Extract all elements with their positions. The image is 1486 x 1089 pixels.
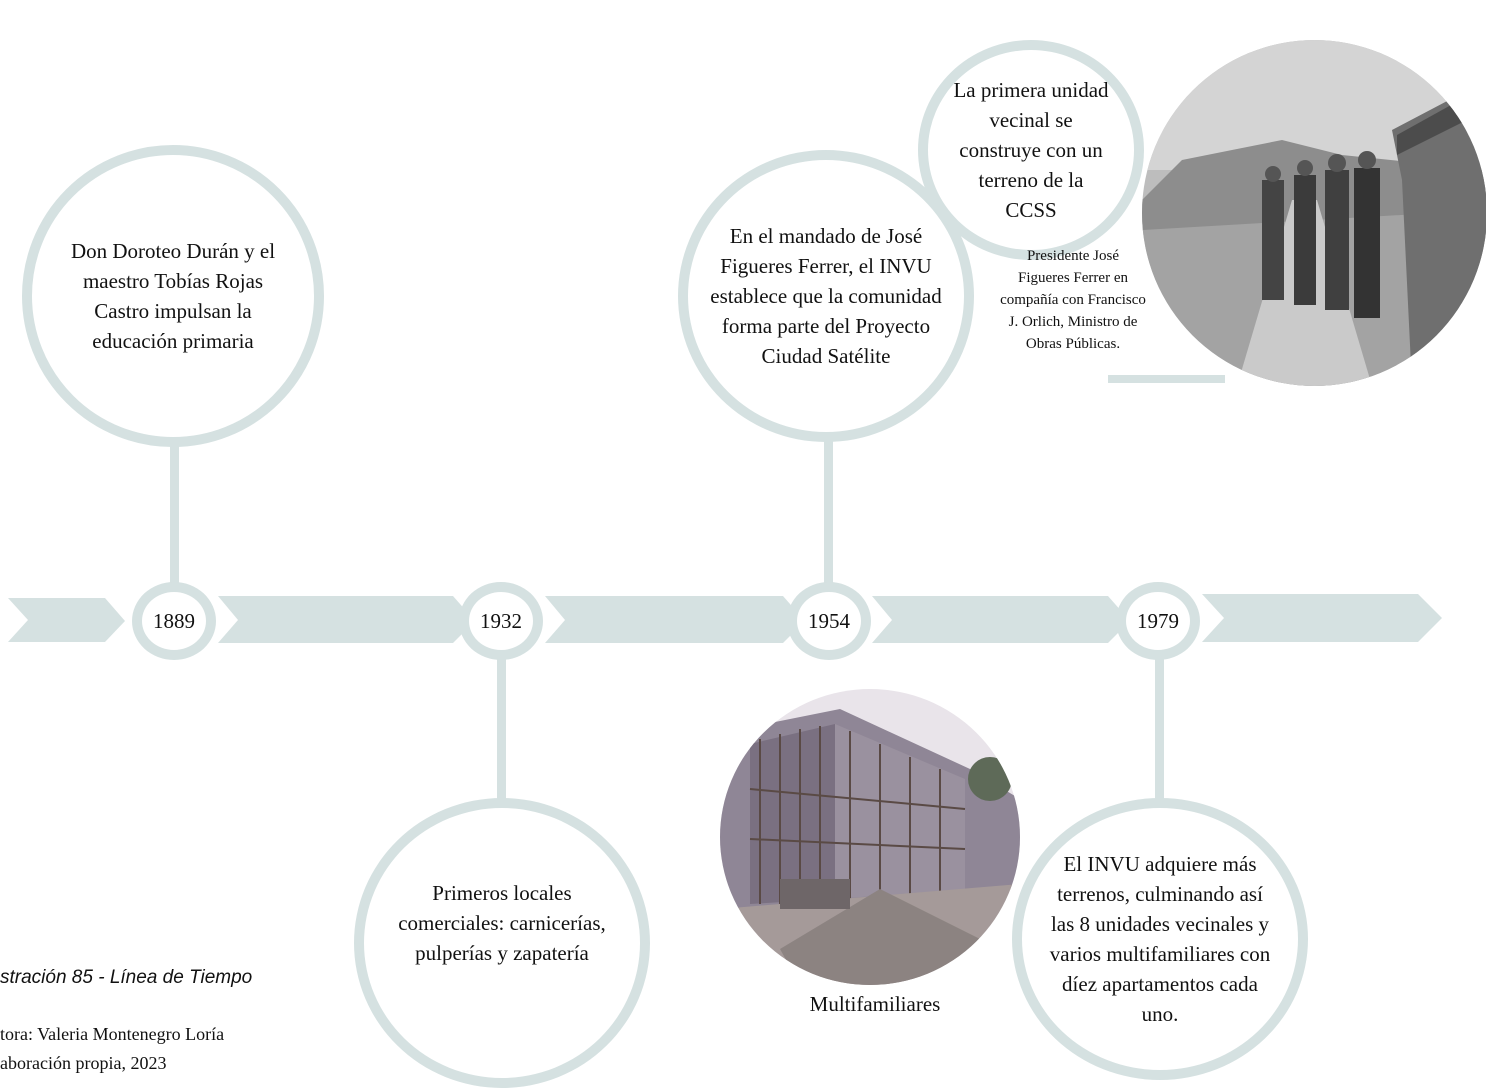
connector-1979	[1155, 655, 1164, 805]
photo-officials-walking	[1142, 40, 1486, 386]
photo-caption-officials: Presidente José Figueres Ferrer en compa…	[1000, 248, 1146, 352]
event-bubble-1932: Primeros locales comerciales: carnicería…	[354, 798, 650, 1088]
event-text-1954-ccss: La primera unidad vecinal se construye c…	[953, 78, 1109, 222]
timeline-chevron-4	[872, 596, 1130, 643]
timeline-chevron-2	[218, 596, 475, 643]
event-bubble-1889: Don Doroteo Durán y el maestro Tobías Ro…	[22, 145, 324, 447]
figure-source: aboración propia, 2023	[0, 1053, 167, 1073]
photo-officials-image	[1142, 40, 1486, 386]
photo-multifamiliares-image	[720, 689, 1020, 985]
year-label: 1954	[808, 608, 850, 633]
year-node-1889: 1889	[132, 582, 216, 660]
year-node-1954: 1954	[787, 582, 871, 660]
year-node-1979: 1979	[1116, 582, 1200, 660]
event-bubble-1954-ccss: La primera unidad vecinal se construye c…	[918, 40, 1144, 260]
timeline-chevron-1	[8, 598, 125, 642]
event-text-1954: En el mandado de José Figueres Ferrer, e…	[710, 224, 942, 368]
year-node-1932: 1932	[459, 582, 543, 660]
connector-1932	[497, 655, 506, 805]
event-text-1932: Primeros locales comerciales: carnicería…	[398, 881, 606, 965]
year-label: 1932	[480, 608, 522, 633]
event-text-1979: El INVU adquiere más terrenos, culminand…	[1049, 852, 1271, 1026]
event-bubble-1979: El INVU adquiere más terrenos, culminand…	[1012, 798, 1308, 1080]
figure-author: tora: Valeria Montenegro Loría	[0, 1024, 225, 1044]
figure-title: stración 85 - Línea de Tiempo	[0, 967, 253, 988]
timeline-chevron-3	[545, 596, 805, 643]
photo-multifamiliares	[720, 689, 1020, 985]
event-bubble-1954: En el mandado de José Figueres Ferrer, e…	[678, 150, 974, 442]
connector-1889	[170, 435, 179, 585]
event-text-1889: Don Doroteo Durán y el maestro Tobías Ro…	[70, 239, 276, 353]
connector-1954	[824, 432, 833, 585]
caption-underline	[1108, 375, 1225, 383]
year-label: 1889	[153, 608, 195, 633]
photo-caption-multifamiliares: Multifamiliares	[809, 992, 941, 1016]
timeline-chevron-5	[1202, 594, 1442, 642]
year-label: 1979	[1137, 608, 1179, 633]
